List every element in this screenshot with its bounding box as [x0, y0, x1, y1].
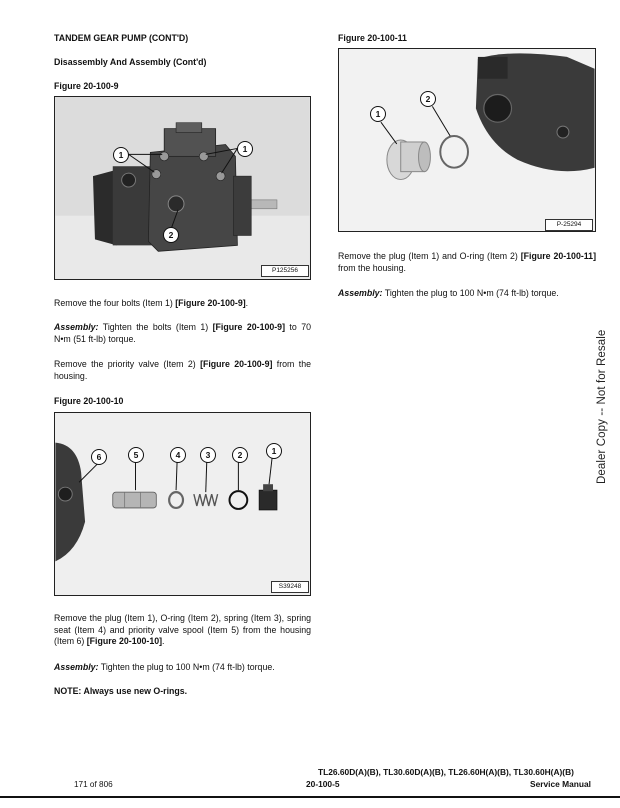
- figure-ref: [Figure 20-100-9]: [175, 298, 246, 308]
- callout-item-1: 1: [370, 106, 386, 122]
- paragraph-assembly-plug: Assembly: Tighten the plug to 100 N•m (7…: [54, 662, 275, 672]
- footer-rule: [0, 796, 620, 798]
- figure-10-caption: Figure 20-100-10: [54, 396, 124, 406]
- photo-id-label: S39248: [271, 581, 309, 593]
- valve-parts-illustration: [55, 413, 310, 595]
- callout-item-2: 2: [420, 91, 436, 107]
- note-new-o-rings: NOTE: Always use new O-rings.: [54, 686, 188, 696]
- callout-item-2: 2: [232, 447, 248, 463]
- side-watermark: Dealer Copy -- Not for Resale: [596, 329, 608, 484]
- figure-9-photo: 1 1 2 P125256: [54, 96, 311, 280]
- section-title: TANDEM GEAR PUMP (CONT'D): [54, 33, 189, 43]
- figure-ref: [Figure 20-100-11]: [520, 251, 596, 261]
- plug-oring-illustration: [339, 49, 595, 231]
- callout-item-4: 4: [170, 447, 186, 463]
- paragraph-remove-plug-parts: Remove the plug (Item 1), O-ring (Item 2…: [54, 613, 311, 647]
- figure-ref: [Figure 20-100-9]: [212, 322, 285, 332]
- callout-item-5: 5: [128, 447, 144, 463]
- footer-manual-title: Service Manual: [530, 779, 591, 789]
- callout-item-1: 1: [266, 443, 282, 459]
- figure-10-photo: 6 5 4 3 2 1 S39248: [54, 412, 311, 596]
- photo-id-label: P-25294: [545, 219, 593, 231]
- paragraph-remove-valve: Remove the priority valve (Item 2) [Figu…: [54, 359, 311, 381]
- pump-photo-illustration: [55, 97, 310, 279]
- footer-models: TL26.60D(A)(B), TL30.60D(A)(B), TL26.60H…: [318, 767, 574, 777]
- footer-page-count: 171 of 806: [74, 780, 113, 789]
- figure-11-caption: Figure 20-100-11: [338, 33, 407, 43]
- callout-item-1: 1: [113, 147, 129, 163]
- figure-ref: [Figure 20-100-9]: [200, 359, 273, 369]
- paragraph-remove-plug-oring: Remove the plug (Item 1) and O-ring (Ite…: [338, 251, 596, 273]
- callout-item-1: 1: [237, 141, 253, 157]
- callout-item-2: 2: [163, 227, 179, 243]
- paragraph-remove-bolts: Remove the four bolts (Item 1) [Figure 2…: [54, 298, 249, 308]
- subsection-title: Disassembly And Assembly (Cont'd): [54, 57, 207, 67]
- footer-page-number: 20-100-5: [306, 779, 340, 789]
- paragraph-assembly-plug-right: Assembly: Tighten the plug to 100 N•m (7…: [338, 288, 559, 298]
- callout-item-3: 3: [200, 447, 216, 463]
- paragraph-assembly-bolts: Assembly: Tighten the bolts (Item 1) [Fi…: [54, 322, 311, 344]
- figure-ref: [Figure 20-100-10]: [86, 636, 163, 647]
- callout-item-6: 6: [91, 449, 107, 465]
- figure-9-caption: Figure 20-100-9: [54, 81, 119, 91]
- photo-id-label: P125256: [261, 265, 309, 277]
- figure-11-photo: 1 2 P-25294: [338, 48, 596, 232]
